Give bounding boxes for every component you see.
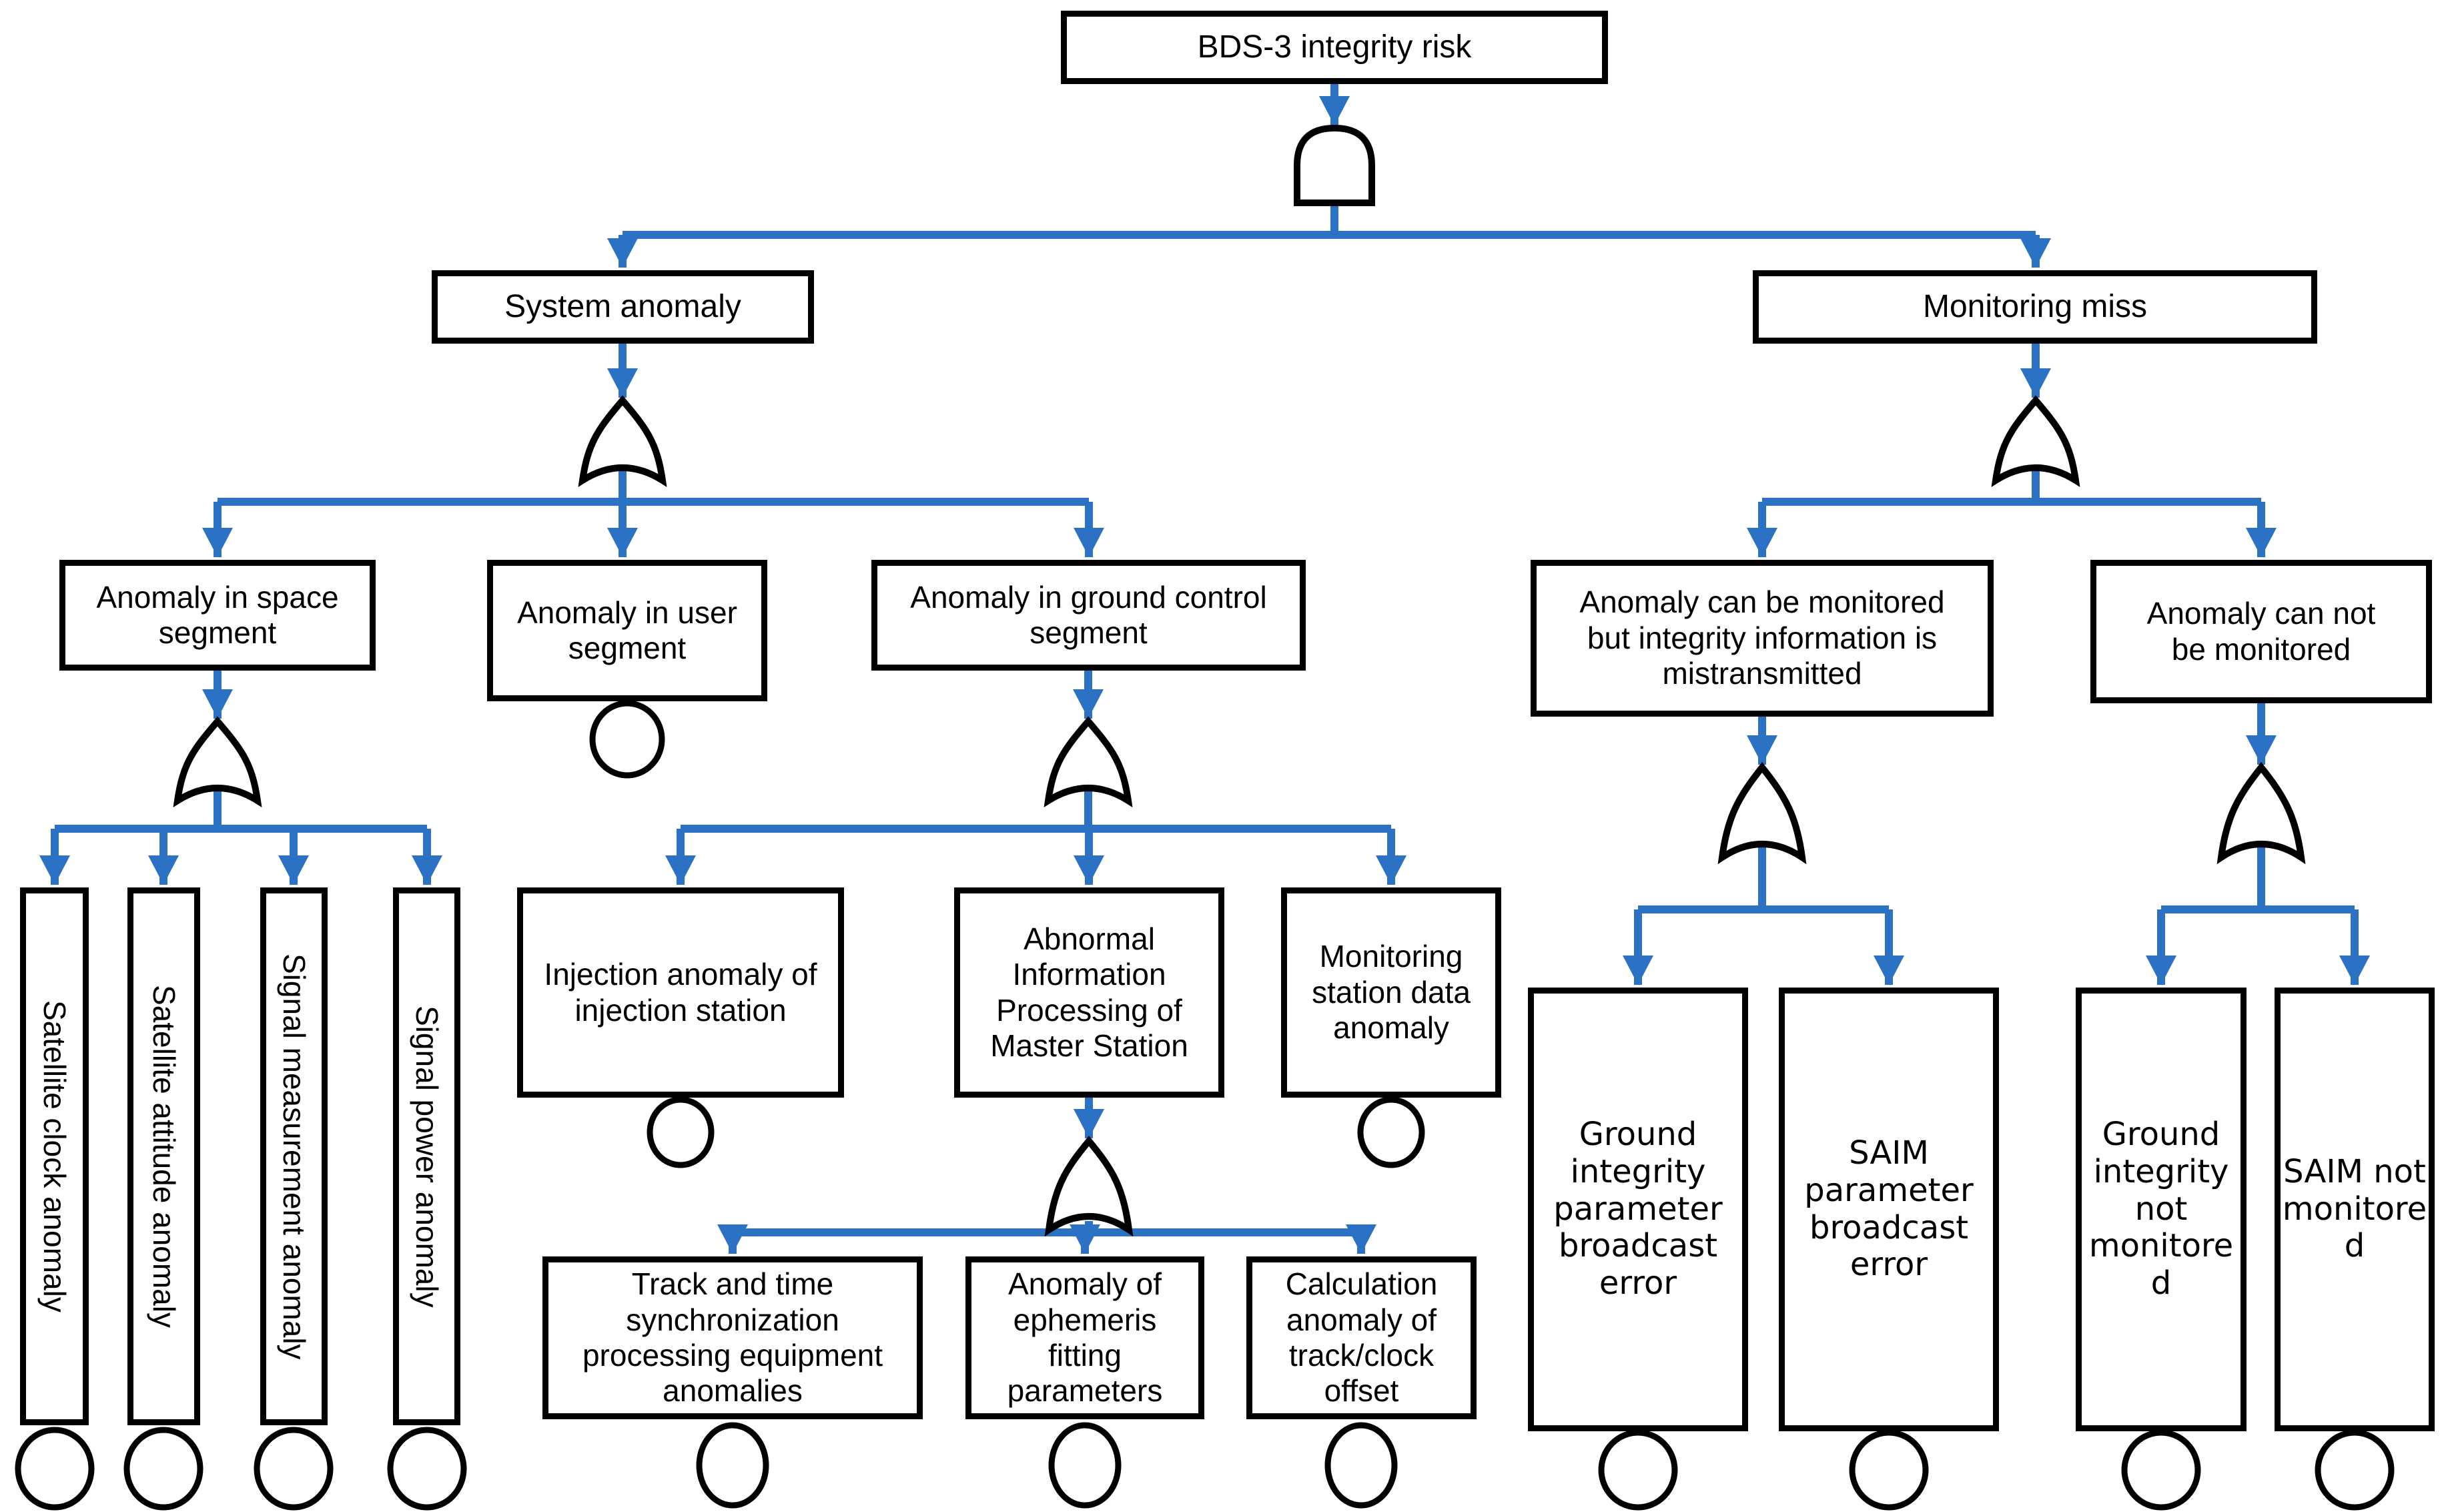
or-gate-system-anomaly bbox=[578, 395, 667, 488]
or-gate-ground-control bbox=[1044, 716, 1133, 808]
node-anomaly-space-segment: Anomaly in space segment bbox=[59, 560, 376, 671]
basic-event-circle-monitoring-station bbox=[1357, 1096, 1425, 1168]
or-gate-mistransmitted bbox=[1717, 761, 1807, 865]
node-bds3-integrity-risk: BDS-3 integrity risk bbox=[1061, 11, 1608, 84]
basic-event-circle-track-clock-offset bbox=[1324, 1422, 1398, 1509]
basic-event-circle-saim-broadcast-error bbox=[1849, 1429, 1929, 1511]
basic-event-circle-ephemeris bbox=[1048, 1422, 1122, 1509]
basic-event-circle-track-time-sync bbox=[696, 1422, 769, 1509]
node-ground-integrity-not-monitored: Ground integrity not monitore d bbox=[2076, 988, 2247, 1431]
node-monitoring-miss: Monitoring miss bbox=[1753, 270, 2317, 344]
node-signal-measurement-anomaly: Signal measurement anomaly bbox=[260, 887, 328, 1425]
basic-event-circle-satellite-attitude bbox=[123, 1427, 204, 1511]
basic-event-circle-satellite-clock bbox=[15, 1427, 95, 1511]
node-ground-integrity-broadcast-error: Ground integrity parameter broadcast err… bbox=[1528, 988, 1748, 1431]
node-master-station-processing: Abnormal Information Processing of Maste… bbox=[954, 887, 1224, 1098]
node-track-time-sync-equipment: Track and time synchronization processin… bbox=[542, 1256, 923, 1419]
basic-event-circle-signal-measurement bbox=[254, 1427, 334, 1511]
node-monitoring-station-data-anomaly: Monitoring station data anomaly bbox=[1281, 887, 1501, 1098]
node-ephemeris-fitting-parameters: Anomaly of ephemeris fitting parameters bbox=[965, 1256, 1204, 1419]
basic-event-circle-saim-not-monitored bbox=[2315, 1429, 2395, 1511]
basic-event-circle-user-segment bbox=[589, 700, 665, 779]
node-anomaly-ground-control-segment: Anomaly in ground control segment bbox=[871, 560, 1306, 671]
node-system-anomaly: System anomaly bbox=[432, 270, 814, 344]
node-satellite-attitude-anomaly: Satellite attitude anomaly bbox=[127, 887, 200, 1425]
node-anomaly-user-segment: Anomaly in user segment bbox=[487, 560, 767, 701]
or-gate-master-station bbox=[1044, 1136, 1134, 1237]
node-cannot-be-monitored: Anomaly can not be monitored bbox=[2090, 560, 2432, 703]
node-monitored-but-mistransmitted: Anomaly can be monitored but integrity i… bbox=[1531, 560, 1994, 717]
or-gate-cannot-monitor bbox=[2216, 761, 2306, 865]
node-signal-power-anomaly: Signal power anomaly bbox=[393, 887, 460, 1425]
node-track-clock-offset-calculation: Calculation anomaly of track/clock offse… bbox=[1246, 1256, 1477, 1419]
basic-event-circle-signal-power bbox=[387, 1427, 467, 1511]
basic-event-circle-ground-not-monitored bbox=[2121, 1429, 2201, 1511]
and-gate-root bbox=[1294, 124, 1375, 206]
connector-lines bbox=[39, 84, 2370, 1254]
node-satellite-clock-anomaly: Satellite clock anomaly bbox=[20, 887, 89, 1425]
node-saim-not-monitored: SAIM not monitore d bbox=[2275, 988, 2435, 1431]
or-gate-monitoring-miss bbox=[1991, 395, 2080, 488]
basic-event-circle-ground-broadcast-error bbox=[1598, 1429, 1678, 1511]
basic-event-circle-injection-station bbox=[647, 1096, 715, 1168]
or-gate-space-segment bbox=[173, 716, 262, 808]
node-saim-broadcast-error: SAIM parameter broadcast error bbox=[1779, 988, 1999, 1431]
node-injection-station-anomaly: Injection anomaly of injection station bbox=[517, 887, 844, 1098]
